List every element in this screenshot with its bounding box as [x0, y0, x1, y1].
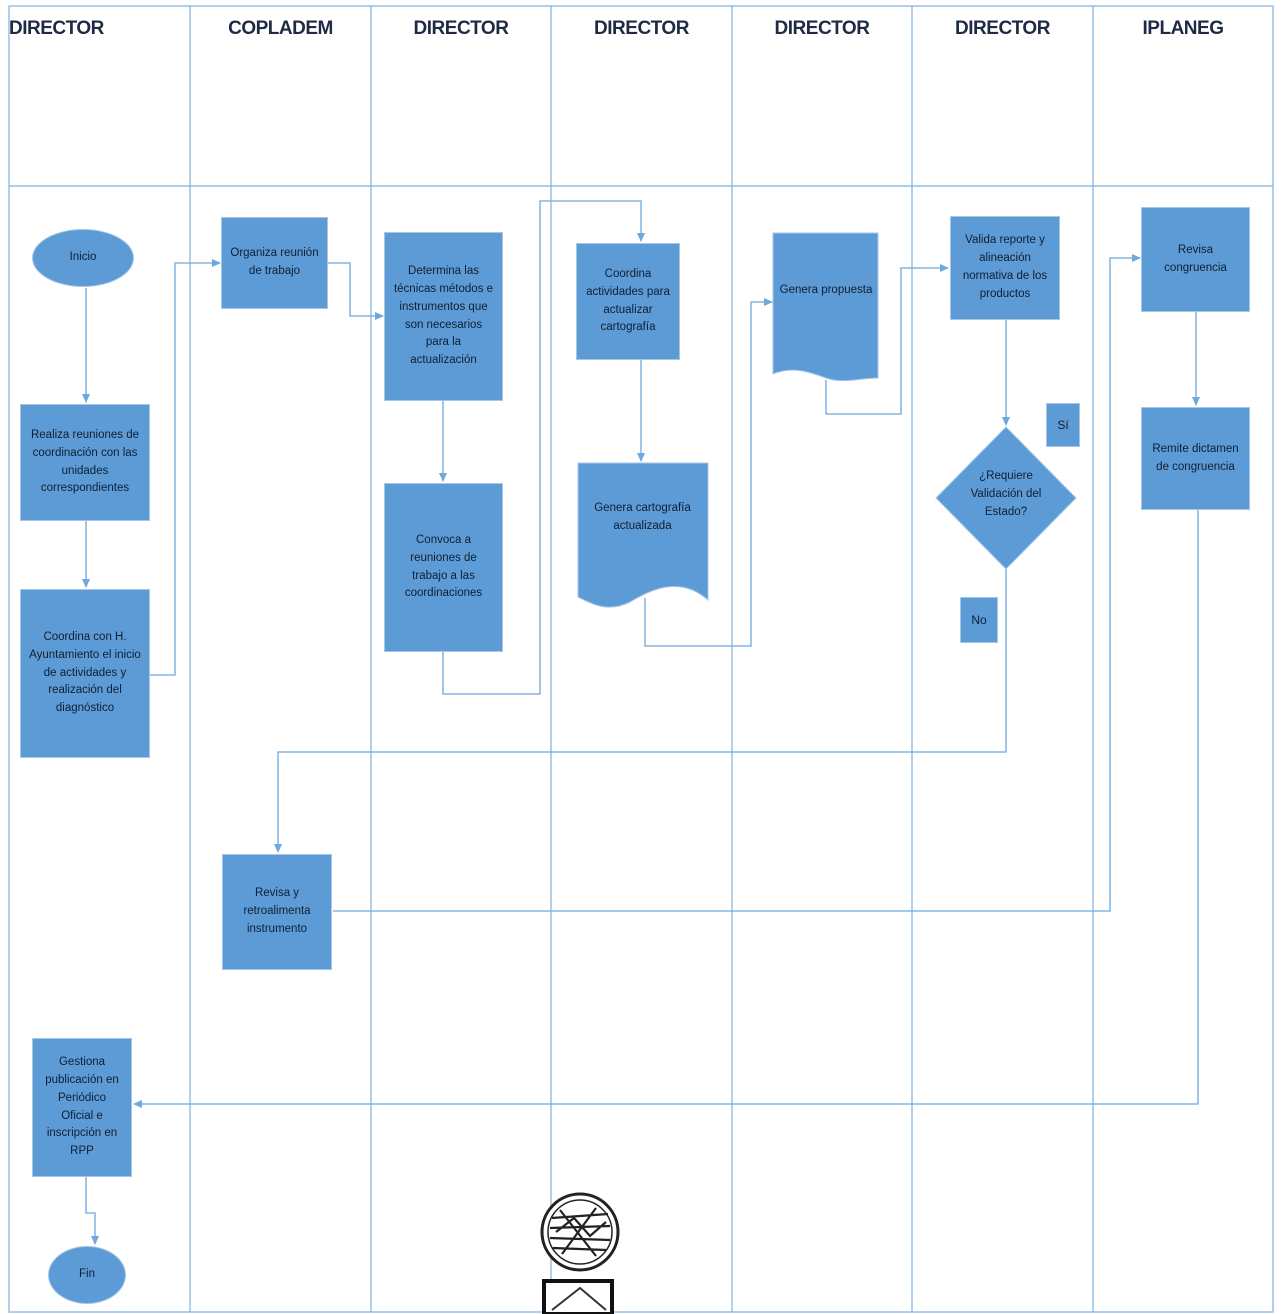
process-organiza-reunion: Organiza reunión de trabajo: [221, 217, 328, 309]
start-terminal: Inicio: [32, 229, 134, 287]
process-organiza-reunion-label: Organiza reunión de trabajo: [230, 247, 319, 277]
process-convoca-reuniones: Convoca a reuniones de trabajo a las coo…: [384, 483, 503, 652]
genera-cartografia-shape: [577, 462, 709, 608]
start-label: Inicio: [69, 251, 97, 264]
process-coordina-ayuntamiento-label: Coordina con H. Ayuntamiento el inicio d…: [29, 630, 141, 715]
process-coordina-actividades: Coordina actividades para actualizar car…: [576, 243, 680, 360]
process-gestiona-publicacion: Gestiona publicación en Periódico Oficia…: [32, 1038, 132, 1177]
end-terminal: Fin: [48, 1246, 126, 1304]
document-genera-propuesta-label: Genera propuesta: [779, 284, 873, 296]
process-coordina-actividades-label: Coordina actividades para actualizar car…: [586, 267, 670, 334]
process-revisa-retroalimenta: Revisa y retroalimenta instrumento: [222, 854, 332, 970]
process-gestiona-publicacion-label: Gestiona publicación en Periódico Oficia…: [45, 1056, 119, 1158]
process-coordina-ayuntamiento: Coordina con H. Ayuntamiento el inicio d…: [20, 589, 150, 758]
lane-header-iplaneg: IPLANEG: [1142, 18, 1224, 39]
decision-yes-text: Sí: [1057, 417, 1069, 432]
process-remite-dictamen: Remite dictamen de congruencia: [1141, 407, 1250, 510]
process-revisa-congruencia-label: Revisa congruencia: [1164, 243, 1227, 274]
decision-label: ¿Requiere Validación del Estado?: [970, 470, 1042, 518]
process-determina-tecnicas-label: Determina las técnicas métodos e instrum…: [393, 265, 494, 367]
process-revisa-retroalimenta-label: Revisa y retroalimenta instrumento: [243, 887, 311, 935]
document-genera-cartografia-label: Genera cartografía actualizada: [594, 502, 691, 532]
decision-no-label: No: [960, 597, 998, 643]
process-realiza-reuniones: Realiza reuniones de coordinación con la…: [20, 404, 150, 521]
lane-header-director-5: DIRECTOR: [955, 18, 1050, 39]
lane-header-copladem: COPLADEM: [228, 18, 333, 39]
process-revisa-congruencia: Revisa congruencia: [1141, 207, 1250, 312]
lane-header-director-2: DIRECTOR: [413, 18, 509, 39]
process-valida-reporte-label: Valida reporte y alineación normativa de…: [962, 234, 1048, 300]
end-label: Fin: [79, 1268, 95, 1281]
process-determina-tecnicas: Determina las técnicas métodos e instrum…: [384, 232, 503, 401]
process-realiza-reuniones-label: Realiza reuniones de coordinación con la…: [30, 428, 140, 495]
lane-header-director-4: DIRECTOR: [774, 18, 870, 39]
decision-yes-label: Sí: [1046, 403, 1080, 447]
process-valida-reporte: Valida reporte y alineación normativa de…: [950, 216, 1060, 320]
genera-propuesta-shape: [772, 232, 879, 382]
process-remite-dictamen-label: Remite dictamen de congruencia: [1152, 442, 1239, 473]
process-convoca-reuniones-label: Convoca a reuniones de trabajo a las coo…: [404, 533, 483, 600]
lane-header-director-1: DIRECTOR: [9, 18, 104, 39]
decision-no-text: No: [971, 612, 987, 627]
official-seal: [540, 1192, 620, 1314]
swimlane-grid: [8, 5, 1274, 1313]
lane-header-director-3: DIRECTOR: [594, 18, 689, 39]
connectors: [82, 200, 1200, 1245]
